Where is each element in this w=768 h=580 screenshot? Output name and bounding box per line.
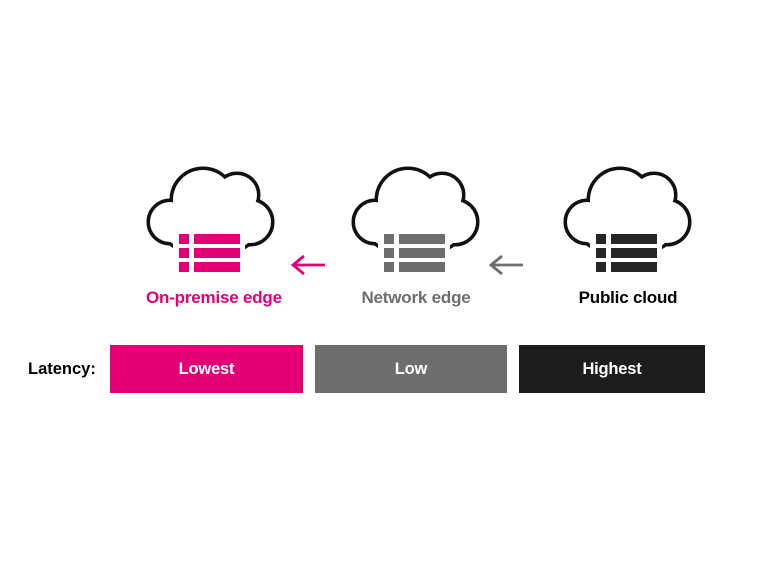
left-arrow-icon: [488, 254, 523, 276]
node-public-cloud: Public cloud: [563, 166, 693, 308]
cloud-servers-icon: [563, 166, 692, 278]
latency-bar-text: Lowest: [178, 359, 235, 378]
node-label: On-premise edge: [146, 288, 282, 307]
latency-bar-low: Low: [315, 345, 507, 393]
latency-bar-lowest: Lowest: [110, 345, 303, 393]
node-network-edge: Network edge: [351, 166, 481, 308]
left-arrow-icon: [290, 254, 325, 276]
latency-bar-text: Highest: [582, 359, 642, 378]
node-on-premise-edge: On-premise edge: [146, 166, 282, 308]
node-label: Public cloud: [578, 288, 678, 307]
servers-icon: [596, 234, 657, 272]
node-label: Network edge: [361, 288, 471, 307]
cloud-servers-icon: [351, 166, 480, 278]
latency-bar-text: Low: [394, 359, 428, 378]
servers-icon: [384, 234, 445, 272]
cloud-servers-icon: [146, 166, 275, 278]
servers-icon: [179, 234, 240, 272]
latency-bar-highest: Highest: [519, 345, 705, 393]
latency-label: Latency:: [28, 359, 96, 378]
